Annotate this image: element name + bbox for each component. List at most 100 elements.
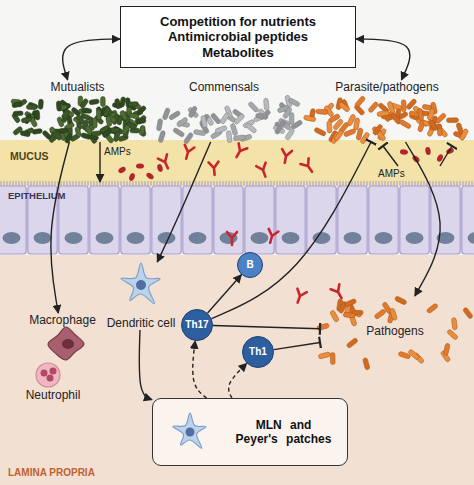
bacterium [168, 110, 181, 120]
bacterium [200, 115, 207, 128]
summary-box: Competition for nutrientsAntimicrobial p… [120, 6, 356, 68]
cell-nucleus [468, 232, 474, 244]
bacterium [233, 113, 245, 125]
bacterium [80, 113, 91, 121]
cell-nucleus [406, 232, 424, 244]
node-text: Mutualists [50, 80, 104, 94]
bacterium [317, 323, 330, 331]
bacterium [363, 357, 371, 370]
bacterium [58, 128, 68, 134]
bacterium [377, 110, 390, 116]
bacterium [35, 110, 40, 120]
bacterium [248, 101, 260, 113]
epithelial-cell [152, 186, 181, 254]
cell-nucleus [41, 370, 48, 377]
antibody [227, 232, 237, 245]
dendritic-cell-body [173, 413, 206, 448]
node-text: Pathogens [366, 324, 423, 338]
bacterium [136, 118, 147, 124]
node-text: Antimicrobial peptides [168, 29, 308, 44]
mucus-band [0, 140, 474, 186]
bacterium [20, 130, 31, 137]
cell-nucleus [136, 280, 146, 290]
bacterium [96, 109, 101, 119]
bacterium [276, 120, 287, 132]
bacterium [394, 296, 407, 305]
bacterium [303, 115, 316, 122]
bacterium [333, 129, 344, 141]
dendritic-cell [173, 413, 206, 448]
amp-blob [400, 149, 408, 155]
immune-cell: Neutrophil [8, 356, 98, 402]
bacterium [102, 128, 113, 138]
bacterium [128, 102, 138, 107]
bacterium [233, 135, 246, 141]
neutrophil-cell [36, 363, 60, 387]
arrow-to-epithelium [99, 142, 100, 182]
edges [51, 39, 440, 400]
bacterium [121, 124, 130, 135]
amp-blob [145, 172, 155, 181]
inhibition-connector [213, 325, 320, 328]
cell-nucleus [96, 232, 114, 244]
b-cell: B [237, 252, 263, 278]
bacterium [89, 99, 100, 105]
bacterium [426, 303, 438, 314]
bacterium [327, 121, 332, 133]
bacterium [113, 131, 121, 142]
macrophage-cell-body [48, 327, 84, 360]
cell-nucleus [186, 428, 195, 437]
bacterium [21, 116, 32, 123]
microvilli [1, 181, 472, 186]
cell-nucleus [189, 232, 207, 244]
bacterium [114, 98, 121, 109]
dendritic-cell [121, 263, 160, 304]
cell-nucleus [158, 232, 176, 244]
dashed-connector [193, 341, 207, 398]
bacterium [220, 112, 231, 125]
bacterium [226, 130, 232, 142]
bacterium [56, 101, 61, 111]
node-text: MLN and Peyer's patches [232, 418, 335, 446]
bacterium [360, 132, 370, 145]
bacterium [64, 133, 73, 144]
mutualist-bacteria [11, 96, 147, 144]
cell-nucleus [34, 232, 52, 244]
antibody [293, 289, 307, 305]
bacterium [446, 118, 458, 123]
arrow-connector [405, 142, 440, 296]
bacteria-group: Mutualists [10, 80, 145, 142]
cell-nucleus [344, 232, 362, 244]
cell-nucleus [62, 339, 74, 349]
amp-blob [411, 154, 420, 163]
epithelial-cell [90, 186, 119, 254]
node-text: Neutrophil [26, 388, 81, 402]
bacterium [38, 99, 43, 109]
epithelial-cell [307, 186, 336, 254]
bacterium [75, 126, 82, 137]
bacterium [12, 101, 23, 108]
bacterium [140, 126, 147, 137]
bacterium [92, 118, 97, 128]
bacterium [26, 105, 36, 110]
bacterium [332, 118, 343, 130]
bacterium [42, 130, 52, 140]
epithelial-cell [462, 186, 474, 254]
bacterium [290, 120, 303, 130]
bacterium [215, 125, 228, 133]
cell-nucleus [220, 232, 238, 244]
immune-cell: Macrophage [15, 313, 110, 363]
cell-nucleus [3, 232, 21, 244]
bacterium [255, 113, 267, 119]
amp-inhibition [440, 146, 452, 166]
antibodies [158, 143, 346, 304]
lamina-propria-band [0, 255, 474, 485]
amp-blob [128, 172, 136, 181]
arrow-connector [51, 142, 70, 313]
bacterium [82, 108, 92, 113]
cell-nucleus [50, 368, 57, 375]
bacterium [136, 105, 147, 115]
bacterium [318, 352, 331, 360]
